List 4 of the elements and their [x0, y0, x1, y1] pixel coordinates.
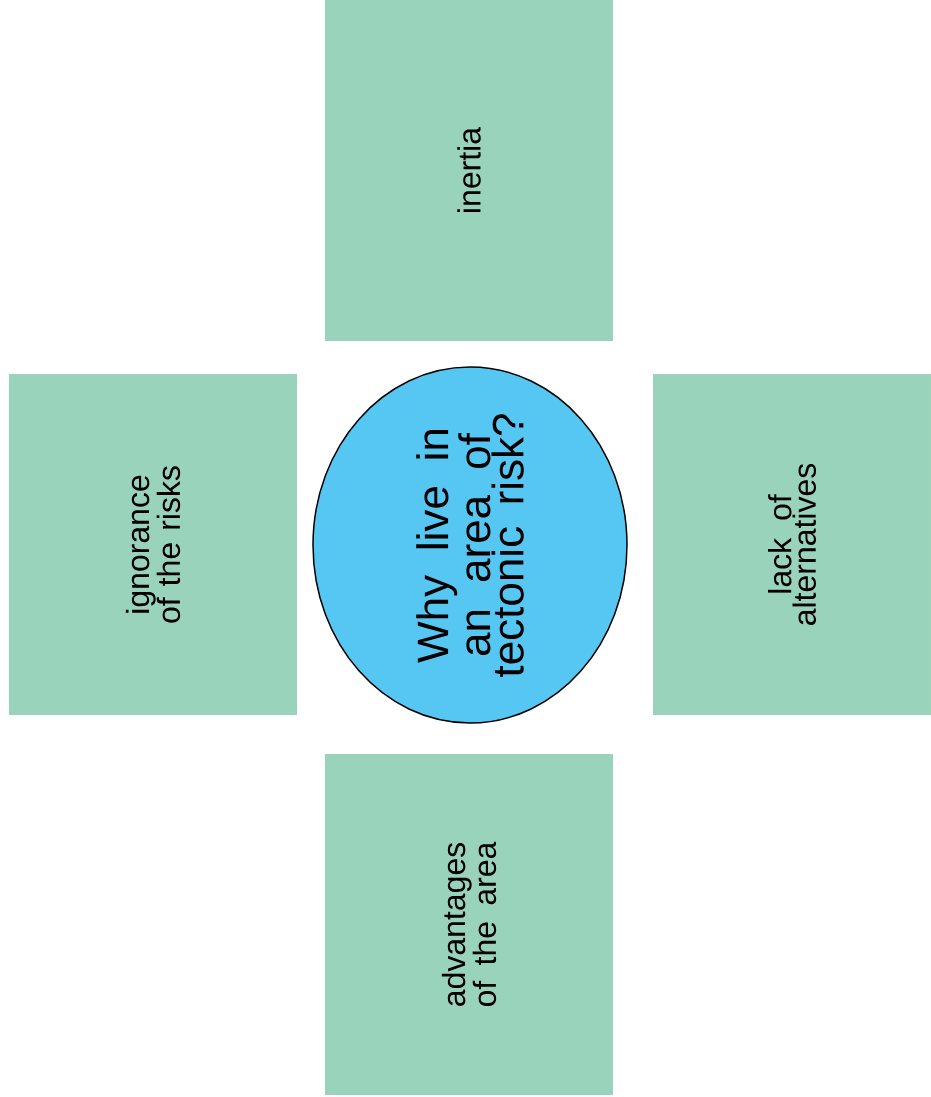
reason-box: ignorance of the risks: [9, 374, 297, 715]
reason-box: advantages of the area: [325, 754, 613, 1095]
reason-box: lack of alternatives: [653, 374, 931, 715]
reason-box: inertia: [325, 0, 613, 341]
